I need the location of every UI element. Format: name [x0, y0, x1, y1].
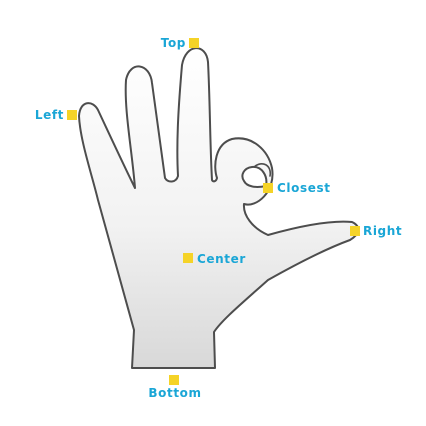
- marker-bottom: [169, 375, 179, 385]
- label-center: Center: [197, 252, 246, 266]
- label-top: Top: [161, 36, 186, 50]
- fingertip-crease: [253, 163, 272, 177]
- landmark-markers: [67, 38, 360, 385]
- marker-closest: [263, 183, 273, 193]
- marker-center: [183, 253, 193, 263]
- label-right: Right: [363, 224, 402, 238]
- marker-left: [67, 110, 77, 120]
- marker-right: [350, 226, 360, 236]
- finger-loop-outline: [241, 165, 268, 188]
- marker-top: [189, 38, 199, 48]
- hand-outline: [78, 47, 360, 369]
- label-bottom: Bottom: [148, 386, 201, 400]
- label-left: Left: [35, 108, 64, 122]
- label-closest: Closest: [277, 181, 331, 195]
